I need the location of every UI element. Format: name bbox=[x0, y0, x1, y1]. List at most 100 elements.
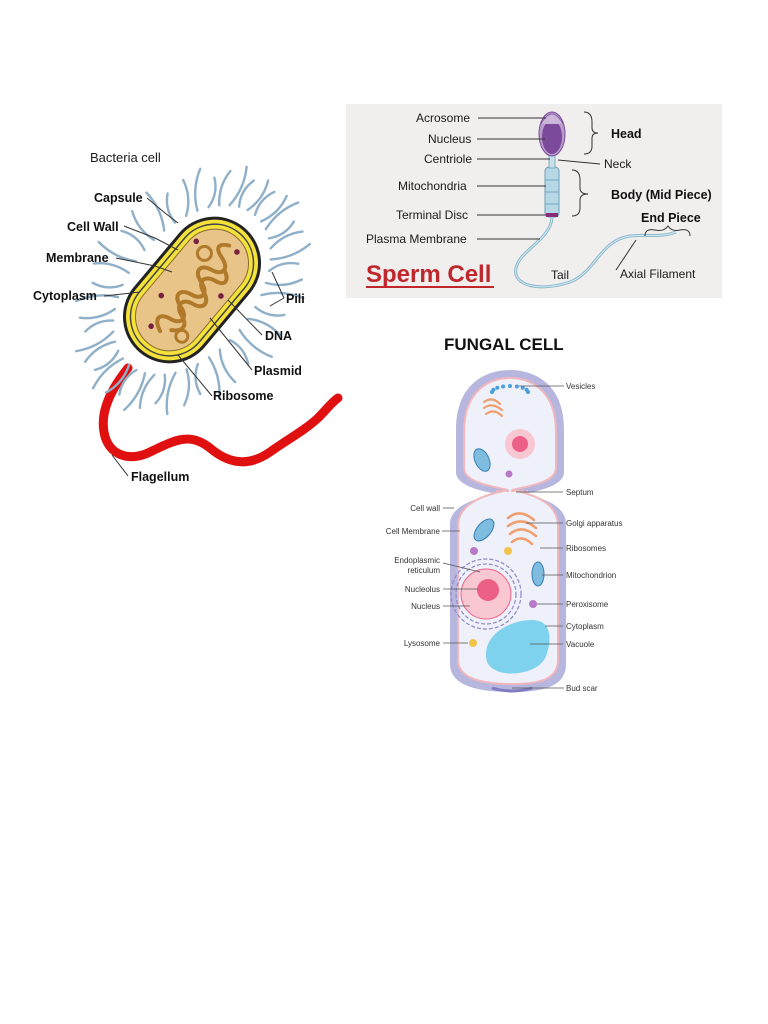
pilus bbox=[193, 167, 202, 212]
pilus bbox=[267, 261, 300, 273]
label-capsule: Capsule bbox=[94, 191, 143, 205]
fungal-vesicles bbox=[490, 384, 530, 394]
label-mitochondrion: Mitochondrion bbox=[566, 571, 616, 580]
leader-plasmid bbox=[209, 317, 253, 371]
pilus bbox=[207, 356, 221, 400]
label-dna: DNA bbox=[265, 329, 292, 343]
vesicle bbox=[495, 385, 500, 390]
vesicle bbox=[514, 384, 519, 389]
label-bud-scar: Bud scar bbox=[566, 684, 598, 693]
pilus bbox=[92, 262, 130, 275]
pilus bbox=[165, 371, 177, 416]
bacteria-membrane bbox=[135, 228, 249, 352]
pilus bbox=[93, 349, 120, 372]
fungal-nucleolus bbox=[477, 579, 499, 601]
sperm-title: Sperm Cell bbox=[366, 261, 491, 288]
label-cell-wall: Cell Wall bbox=[67, 220, 119, 234]
sperm-terminal-disc bbox=[546, 213, 558, 217]
pilus bbox=[83, 340, 117, 363]
pilus bbox=[264, 201, 300, 231]
label-fungal-cell-membrane: Cell Membrane bbox=[386, 527, 441, 536]
pilus bbox=[75, 330, 115, 353]
vesicle bbox=[526, 390, 530, 394]
pilus bbox=[260, 291, 305, 300]
leader-axial-filament bbox=[615, 239, 637, 271]
pilus bbox=[238, 328, 273, 358]
pilus bbox=[138, 373, 156, 409]
label-terminal-disc: Terminal Disc bbox=[396, 208, 468, 222]
pilus bbox=[78, 307, 117, 320]
pilus bbox=[183, 368, 191, 407]
label-mitochondria: Mitochondria bbox=[398, 179, 467, 193]
label-head: Head bbox=[611, 127, 642, 141]
leader-capsule bbox=[146, 197, 179, 224]
fungal-golgi bbox=[506, 512, 538, 546]
fungal-lysosome bbox=[469, 639, 477, 647]
pilus bbox=[218, 169, 232, 207]
bacteria-flagellum bbox=[98, 363, 343, 467]
bacteria-ribosome bbox=[148, 323, 154, 330]
pilus bbox=[259, 194, 288, 223]
vesicle bbox=[508, 384, 512, 388]
label-er-line2: reticulum bbox=[408, 566, 441, 575]
pilus bbox=[269, 230, 304, 250]
label-tail: Tail bbox=[551, 268, 569, 282]
label-cytoplasm-fungal: Cytoplasm bbox=[566, 622, 604, 631]
pilus bbox=[246, 179, 270, 212]
label-septum: Septum bbox=[566, 488, 594, 497]
label-membrane: Membrane bbox=[46, 251, 109, 265]
bacteria-ribosome bbox=[158, 292, 165, 299]
sperm-nucleus bbox=[542, 120, 562, 154]
pilus bbox=[131, 210, 156, 242]
leader-dna bbox=[227, 299, 263, 336]
pilus bbox=[207, 176, 217, 209]
label-plasmid: Plasmid bbox=[254, 364, 302, 378]
leader-pili bbox=[269, 271, 285, 307]
bacteria-dna bbox=[155, 242, 232, 334]
bacteria-ribosome bbox=[234, 249, 240, 255]
fungal-mitochondrion bbox=[473, 518, 495, 542]
pilus bbox=[75, 294, 120, 303]
pilus bbox=[253, 190, 276, 217]
leader-er bbox=[442, 562, 481, 573]
fungal-peroxisome bbox=[529, 600, 537, 608]
pilus bbox=[154, 373, 167, 405]
fungal-bud-scar bbox=[491, 686, 533, 693]
label-er-line1: Endoplasmic bbox=[394, 556, 440, 565]
label-golgi: Golgi apparatus bbox=[566, 519, 622, 528]
label-nucleolus: Nucleolus bbox=[405, 585, 440, 594]
label-acrosome: Acrosome bbox=[416, 111, 470, 125]
fungal-title: FUNGAL CELL bbox=[444, 335, 564, 354]
label-pili: Pili bbox=[286, 292, 305, 306]
pilus bbox=[91, 357, 125, 390]
leader-neck bbox=[557, 159, 601, 165]
leader-membrane bbox=[115, 257, 173, 273]
label-lysosome: Lysosome bbox=[404, 639, 441, 648]
fungal-diagram: FUNGAL CELL bbox=[386, 335, 623, 693]
pilus bbox=[267, 220, 296, 240]
bacteria-plasmid bbox=[195, 244, 213, 262]
label-vacuole: Vacuole bbox=[566, 640, 595, 649]
bacteria-cell-wall bbox=[129, 223, 255, 357]
bacteria-plasmid bbox=[174, 328, 190, 344]
fungal-golgi-top bbox=[482, 398, 504, 418]
pilus bbox=[228, 165, 248, 207]
label-ribosome: Ribosome bbox=[213, 389, 273, 403]
leader-cell-wall bbox=[123, 225, 179, 251]
sperm-neck bbox=[548, 154, 556, 169]
pilus bbox=[182, 178, 190, 218]
bacteria-ribosome bbox=[218, 293, 224, 299]
pilus bbox=[165, 192, 177, 224]
label-plasma-membrane: Plasma Membrane bbox=[366, 232, 467, 246]
sperm-panel bbox=[346, 104, 722, 298]
label-end-piece: End Piece bbox=[641, 211, 701, 225]
pilus bbox=[118, 368, 138, 396]
fungal-lysosome-1 bbox=[504, 547, 512, 555]
pilus bbox=[97, 240, 138, 263]
label-peroxisome: Peroxisome bbox=[566, 600, 609, 609]
pilus bbox=[237, 179, 255, 208]
leader-flagellum bbox=[111, 454, 129, 477]
label-body-mid-piece: Body (Mid Piece) bbox=[611, 188, 712, 202]
pilus bbox=[228, 338, 250, 366]
label-axial-filament: Axial Filament bbox=[620, 267, 696, 281]
